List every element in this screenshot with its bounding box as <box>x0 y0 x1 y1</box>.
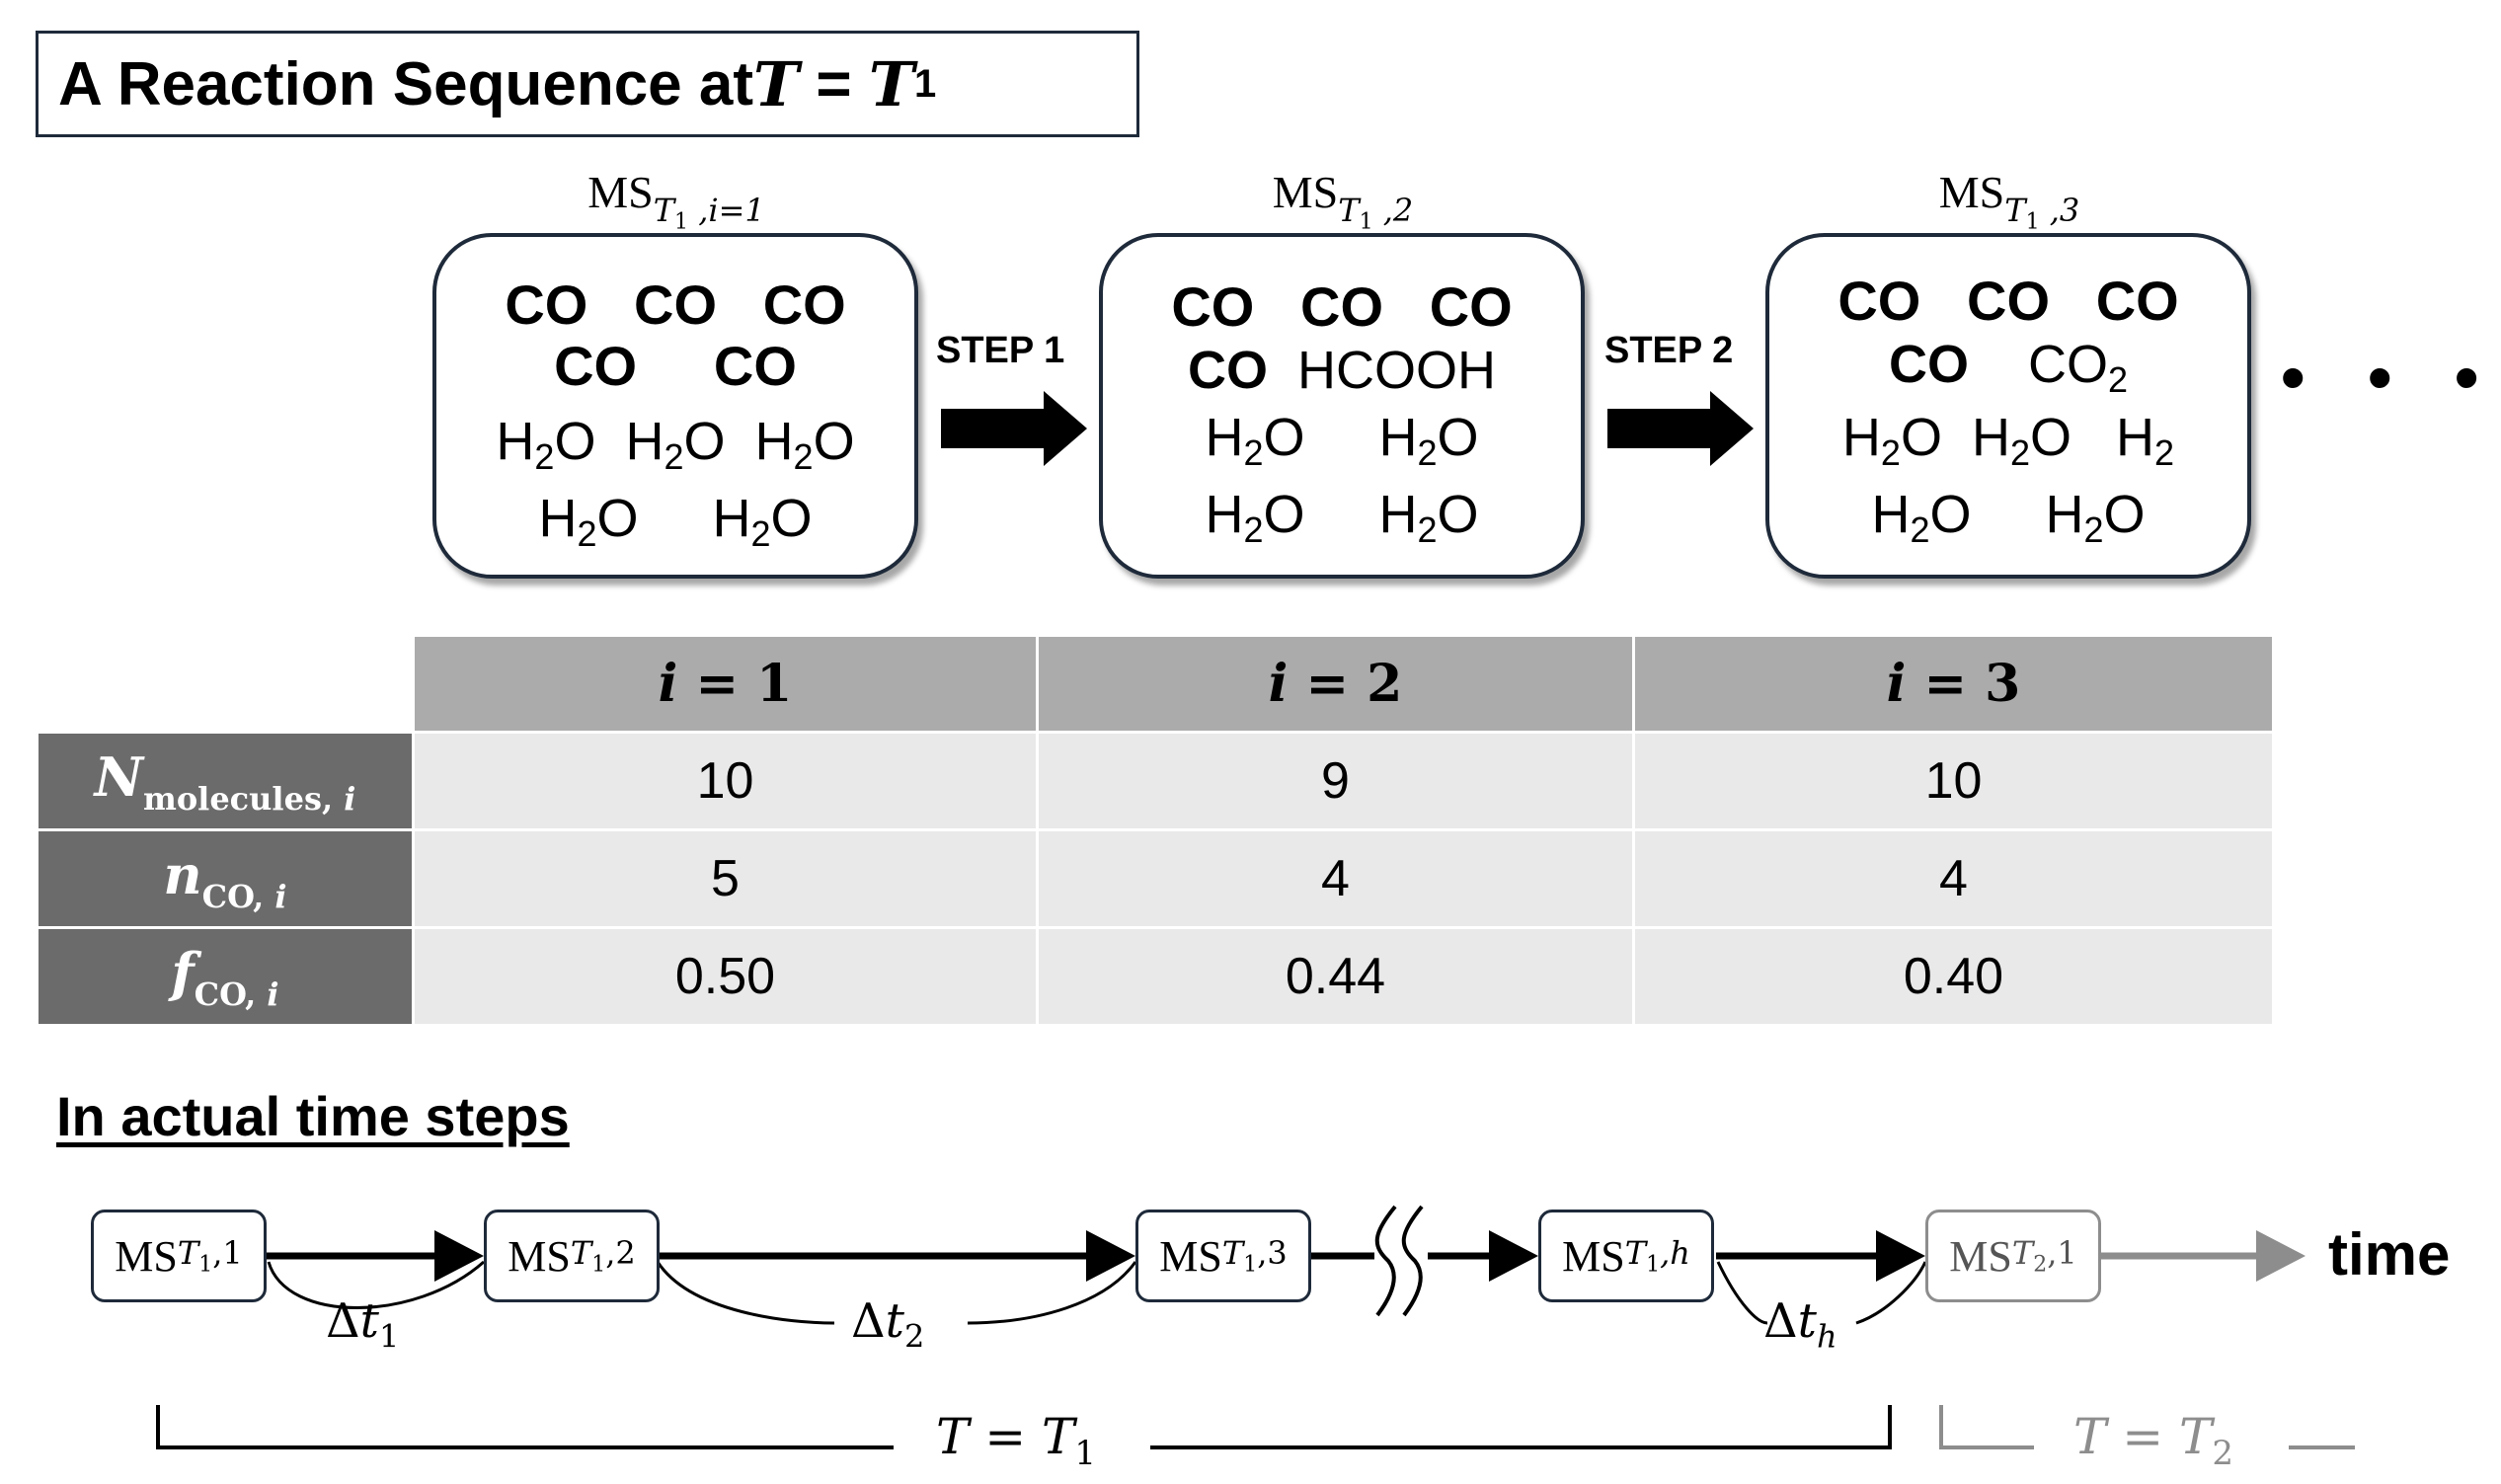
title-eq: = <box>799 49 869 118</box>
table-cell: 9 <box>1036 731 1635 831</box>
table-cell: 0.50 <box>412 926 1039 1027</box>
delta-t-2: Δt2 <box>851 1293 925 1356</box>
title-sub: 1 <box>913 61 937 106</box>
state-label-1: MST1 ,i=1 <box>587 167 765 235</box>
state-box-2: CO CO CO CO HCOOH H2O H2O H2O H2O <box>1099 233 1585 579</box>
state-label-3: MST1 ,3 <box>1938 167 2080 235</box>
table-row: fCO, i 0.50 0.44 0.40 <box>36 926 2275 1027</box>
state3-line4: H2O H2O <box>1871 485 2146 550</box>
state2-line1: CO CO CO <box>1171 275 1513 338</box>
table-cell: 10 <box>412 731 1039 831</box>
step-2-arrow <box>1607 391 1754 466</box>
table-row: nCO, i 5 4 4 <box>36 828 2275 929</box>
table-header-i2: i = 2 <box>1036 634 1635 734</box>
delta-t-h: Δth <box>1763 1293 1837 1356</box>
table-cell: 4 <box>1632 828 2275 929</box>
table-header-i1: i = 1 <box>412 634 1039 734</box>
state1-line2: CO CO <box>554 335 797 397</box>
delta-t-1: Δt1 <box>326 1293 400 1356</box>
ellipsis: • • • <box>2281 339 2501 416</box>
state2-line2: CO HCOOH <box>1187 341 1496 400</box>
stats-table: i = 1 i = 2 i = 3 Nmolecules, i 10 9 10 … <box>36 634 2275 1027</box>
temperature-t2-label: T = T2 <box>2073 1408 2234 1473</box>
state3-line1: CO CO CO <box>1837 270 2179 332</box>
table-cell: 10 <box>1632 731 2275 831</box>
title-var2: T <box>868 47 914 120</box>
row-header-f-co: fCO, i <box>36 926 415 1027</box>
state3-line3: H2O H2O H2 <box>1841 408 2175 473</box>
table-header-i3: i = 3 <box>1632 634 2275 734</box>
state-box-3: CO CO CO CO CO2 H2O H2O H2 H2O H2O <box>1765 233 2251 579</box>
state1-line1: CO CO CO <box>505 273 846 336</box>
state2-line3: H2O H2O <box>1205 408 1479 473</box>
table-row: Nmolecules, i 10 9 10 <box>36 731 2275 831</box>
state2-line4: H2O H2O <box>1205 485 1479 550</box>
temperature-t1-label: T = T1 <box>936 1408 1097 1473</box>
row-header-n-co: nCO, i <box>36 828 415 929</box>
step-1-label: STEP 1 <box>936 330 1065 371</box>
section-title: In actual time steps <box>56 1085 570 1147</box>
title-text: A Reaction Sequence at <box>58 49 754 118</box>
table-cell: 5 <box>412 828 1039 929</box>
step-2-label: STEP 2 <box>1604 330 1734 371</box>
table-cell: 4 <box>1036 828 1635 929</box>
step-1-arrow <box>941 391 1087 466</box>
table-cell: 0.44 <box>1036 926 1635 1027</box>
title-var: T <box>753 47 800 120</box>
table-cell: 0.40 <box>1632 926 2275 1027</box>
row-header-n-molecules: Nmolecules, i <box>36 731 415 831</box>
state3-line2: CO CO2 <box>1888 335 2129 400</box>
state1-line3: H2O H2O H2O <box>496 412 855 477</box>
table-corner <box>36 634 415 734</box>
state-box-1: CO CO CO CO CO H2O H2O H2O H2O H2O <box>432 233 918 579</box>
state-label-2: MST1 ,2 <box>1272 167 1414 235</box>
timeline-graphics <box>156 1205 2355 1449</box>
state1-line4: H2O H2O <box>538 489 813 554</box>
time-axis-label: time <box>2328 1221 2451 1288</box>
